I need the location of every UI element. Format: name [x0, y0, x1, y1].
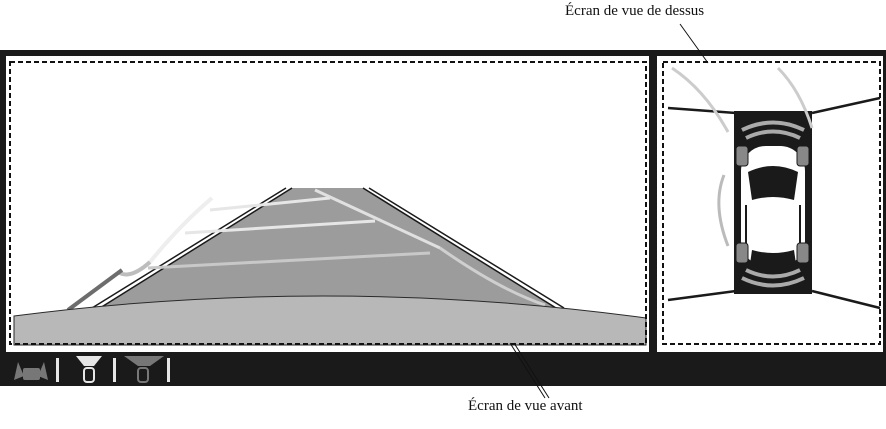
icon-separator: [56, 358, 59, 382]
icon-separator: [167, 358, 170, 382]
road-surface: [100, 188, 556, 308]
guide-line-far: [209, 196, 331, 212]
top-view-guide-curves: [671, 66, 814, 247]
ground-hood: [13, 295, 647, 346]
sensor-arcs-front: [741, 120, 805, 140]
front-view-leader-1: [509, 342, 546, 399]
side-view-icon[interactable]: [14, 362, 48, 380]
top-view-screen: [662, 61, 881, 345]
top-view-dashed-outline: [662, 61, 881, 345]
road-edge-left: [91, 187, 293, 309]
callout-leaders: [509, 23, 709, 399]
front-view-dashed-outline: [9, 61, 647, 345]
top-view-screen-label: Écran de vue de dessus: [565, 3, 705, 19]
top-view-leader: [679, 23, 709, 64]
sensor-arcs-rear: [741, 268, 805, 288]
road-edge-right: [362, 187, 565, 309]
front-view-icon[interactable]: [76, 356, 102, 383]
front-wide-view-icon[interactable]: [124, 356, 164, 383]
view-mode-bar: [14, 356, 170, 383]
guide-line-center: [314, 188, 441, 250]
front-view-screen: [9, 61, 647, 346]
distance-guide-lines: [147, 188, 546, 307]
guide-line-right-curve: [439, 246, 546, 307]
front-view-leader-2: [513, 342, 550, 399]
guide-line-mid: [184, 219, 376, 235]
front-view-screen-label: Écran de vue avant: [468, 398, 583, 414]
predicted-path-left: [66, 196, 214, 312]
car-top-icon: [735, 144, 810, 268]
guide-line-near: [147, 251, 431, 270]
icon-separator: [113, 358, 116, 382]
parking-lines: [667, 96, 881, 310]
